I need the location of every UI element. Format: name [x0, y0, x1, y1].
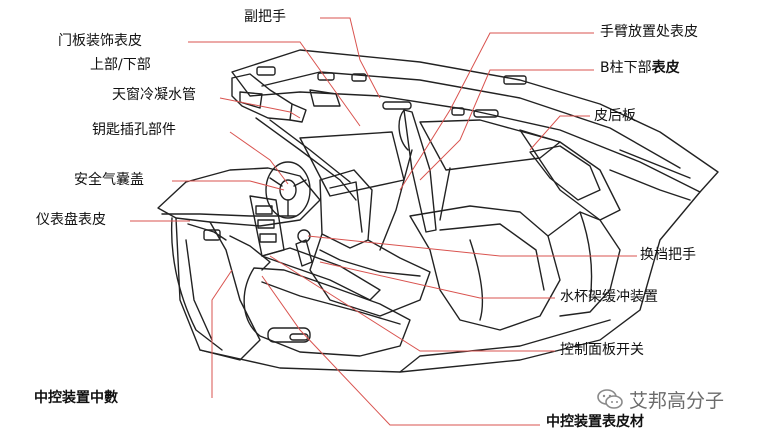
label-assist-grip: 副把手 — [244, 9, 286, 25]
label-key-cylinder: 钥匙插孔部件 — [92, 122, 176, 138]
label-cup-holder-damper: 水杯架缓冲装置 — [560, 289, 658, 305]
label-b-pillar-lower-bold: 表皮 — [651, 60, 680, 76]
leader-rear-package — [529, 115, 590, 151]
label-door-trim-parts: 上部/下部 — [90, 57, 151, 73]
label-airbag-cover: 安全气囊盖 — [74, 172, 144, 188]
leader-control-panel — [269, 255, 555, 352]
label-instrument-panel: 仪表盘表皮 — [36, 212, 106, 228]
label-b-pillar-lower-text: B柱下部 — [600, 60, 652, 76]
leader-shift-knob — [307, 235, 637, 257]
leader-console-skin — [261, 275, 540, 426]
leader-airbag — [172, 180, 285, 191]
leader-armrest-skin — [399, 32, 594, 191]
leader-sunroof-drain — [219, 97, 301, 119]
leader-key-cylinder — [229, 131, 289, 185]
label-sunroof-drain: 天窗冷凝水管 — [112, 87, 196, 103]
label-control-panel-switch: 控制面板开关 — [560, 342, 644, 358]
leader-cup-holder — [319, 261, 555, 299]
label-shift-knob: 换档把手 — [640, 247, 696, 263]
label-b-pillar-lower: B柱下部表皮 — [600, 60, 680, 77]
watermark: 艾邦高分子 — [597, 384, 772, 414]
wechat-icon — [597, 389, 623, 409]
label-armrest-skin: 手臂放置处表皮 — [600, 24, 698, 40]
label-console-skin: 中控装置表皮材 — [546, 414, 644, 430]
label-rear-package: 皮后板 — [594, 108, 636, 124]
label-console-central: 中控装置中數 — [34, 390, 118, 406]
leader-door-trim — [188, 41, 361, 127]
label-door-trim: 门板装饰表皮 — [58, 33, 142, 49]
leader-assist-grip — [320, 17, 381, 99]
leader-console-central — [211, 269, 233, 398]
watermark-text: 艾邦高分子 — [629, 389, 725, 412]
leader-b-pillar — [419, 69, 594, 181]
